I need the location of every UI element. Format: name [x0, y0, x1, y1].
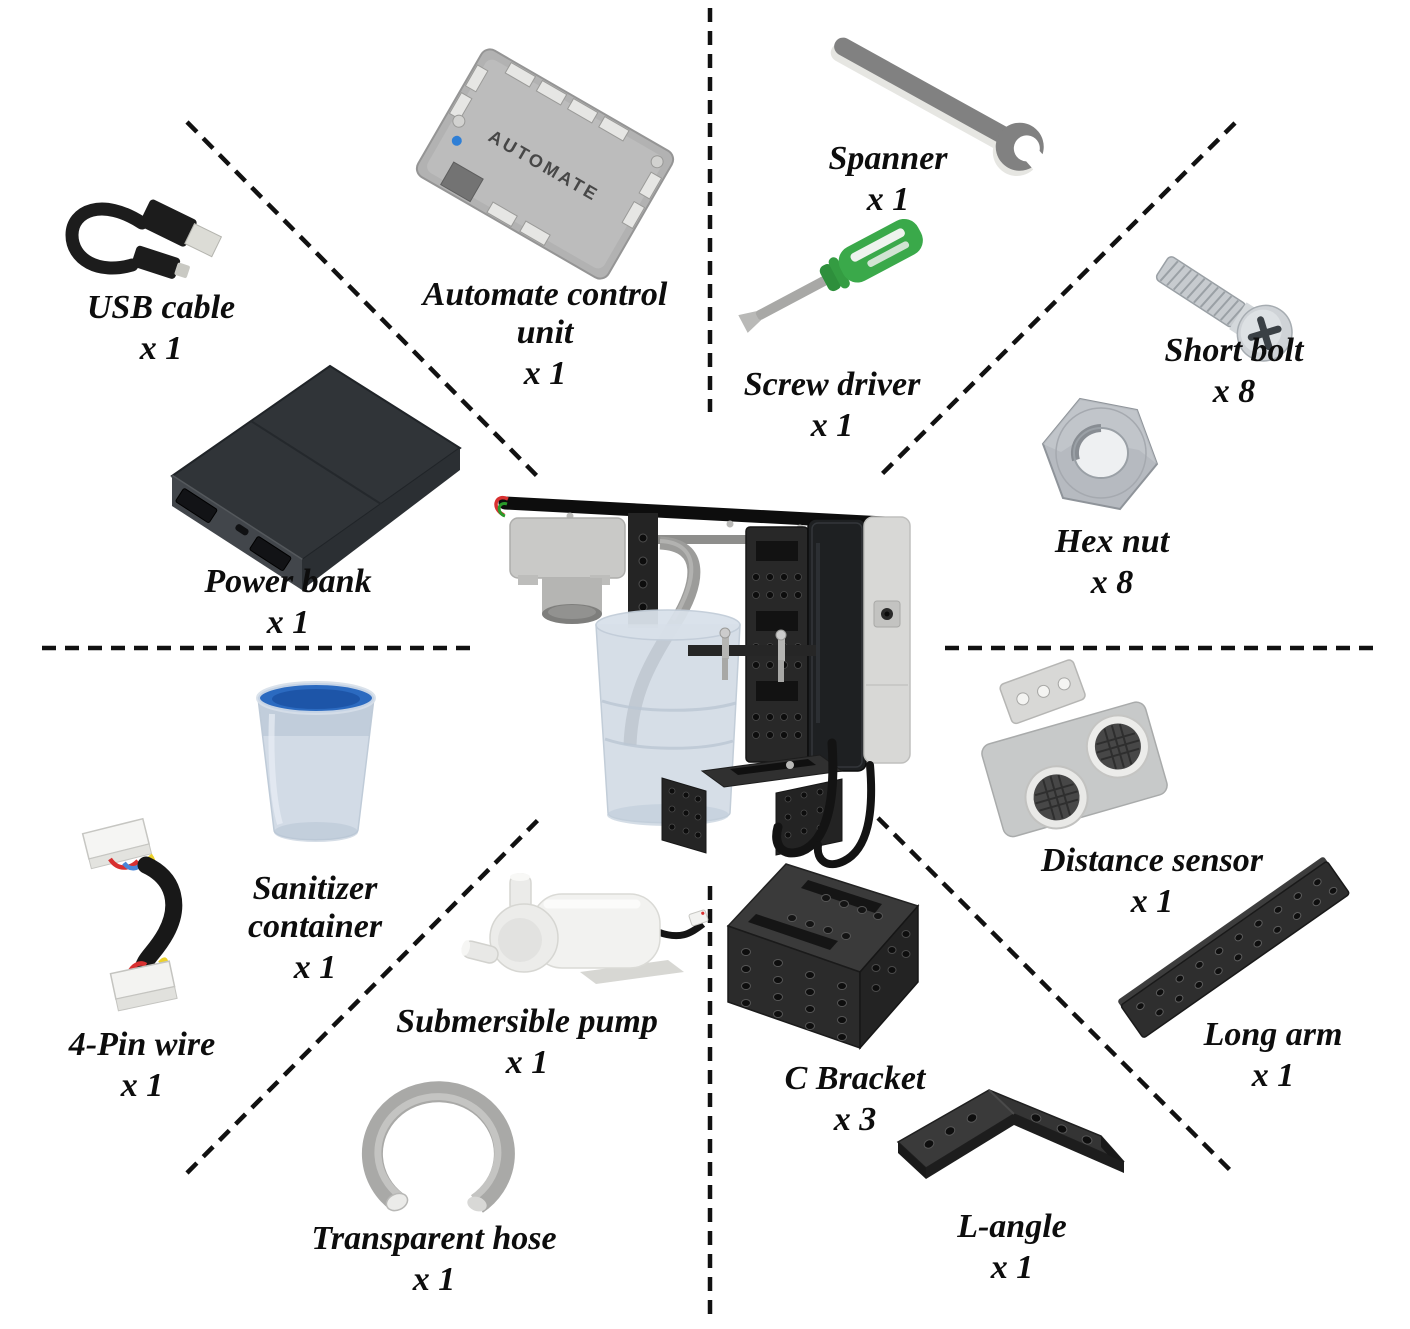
label-submersible-pump: Submersible pump x 1 — [377, 1003, 677, 1082]
label-spanner: Spanner x 1 — [798, 140, 978, 219]
divider-line — [876, 121, 1237, 480]
part-qty: x 1 — [523, 355, 567, 393]
label-four-pin-wire: 4-Pin wire x 1 — [42, 1026, 242, 1105]
divider-line — [185, 816, 542, 1175]
part-name: Screw driver — [743, 366, 921, 403]
part-name: Power bank — [204, 563, 372, 600]
label-automate-control-unit: Automate control unit x 1 — [410, 276, 680, 393]
label-hex-nut: Hex nut x 8 — [1032, 523, 1192, 602]
label-power-bank: Power bank x 1 — [178, 563, 398, 642]
label-l-angle: L-angle x 1 — [922, 1208, 1102, 1287]
part-name: Submersible pump — [396, 1003, 658, 1040]
c-bracket-image — [726, 863, 920, 1050]
part-name: C Bracket — [784, 1060, 926, 1097]
part-name: Short bolt — [1164, 332, 1304, 369]
part-name: L-angle — [957, 1208, 1067, 1245]
submersible-pump-image — [461, 873, 709, 984]
mounted-power-bank — [863, 516, 911, 764]
part-qty: x 1 — [139, 330, 183, 368]
usb-a-connector-icon — [139, 199, 223, 258]
part-qty: x 1 — [990, 1249, 1034, 1287]
phillips-cross-icon — [1247, 316, 1282, 351]
usb-port-icon — [249, 536, 292, 571]
transparent-hose-image — [361, 1081, 515, 1213]
label-distance-sensor: Distance sensor x 1 — [1022, 842, 1282, 921]
part-qty: x 1 — [412, 1261, 456, 1299]
transducer-icon — [1085, 714, 1150, 779]
sanitizer-container-image — [256, 681, 376, 842]
screwdriver-handle — [838, 218, 923, 283]
part-qty: x 3 — [833, 1101, 877, 1139]
label-usb-cable: USB cable x 1 — [61, 289, 261, 368]
label-short-bolt: Short bolt x 8 — [1134, 332, 1334, 411]
part-qty: x 8 — [1212, 373, 1256, 411]
part-qty: x 1 — [1130, 883, 1174, 921]
part-qty: x 1 — [266, 604, 310, 642]
part-name: Sanitizer container — [247, 870, 383, 946]
part-name: Long arm — [1203, 1016, 1343, 1053]
mounting-bracket — [999, 659, 1086, 725]
part-qty: x 1 — [810, 407, 854, 445]
label-sanitizer-container: Sanitizer container x 1 — [230, 870, 400, 987]
power-bank-image — [170, 364, 462, 590]
part-name: Spanner — [828, 140, 948, 177]
part-name: USB cable — [86, 289, 236, 326]
usb-port-icon — [175, 488, 218, 523]
part-name: Hex nut — [1054, 523, 1170, 560]
label-transparent-hose: Transparent hose x 1 — [284, 1220, 584, 1299]
hex-nut-image — [1041, 397, 1159, 511]
part-qty: x 8 — [1090, 564, 1134, 602]
part-qty: x 1 — [866, 181, 910, 219]
dispenser-sensor-head — [509, 517, 626, 624]
long-arm-image — [1118, 857, 1350, 1038]
usb-cable-image — [65, 199, 223, 279]
screw-icon — [650, 155, 664, 169]
screw-driver-image — [738, 218, 923, 333]
label-long-arm: Long arm x 1 — [1173, 1016, 1373, 1095]
part-qty: x 1 — [505, 1044, 549, 1082]
part-qty: x 1 — [1251, 1057, 1295, 1095]
part-qty: x 1 — [120, 1067, 164, 1105]
screw-icon — [452, 114, 466, 128]
part-name: Automate control unit — [422, 276, 668, 352]
part-qty: x 1 — [293, 949, 337, 987]
automate-control-unit-image: AUTOMATE — [415, 48, 675, 280]
divider-line — [185, 120, 542, 481]
short-bolt-image — [1155, 256, 1293, 362]
assembled-device-image — [494, 495, 911, 869]
part-name: 4-Pin wire — [68, 1026, 216, 1063]
distance-sensor-image — [981, 659, 1168, 838]
micro-usb-connector-icon — [131, 245, 190, 279]
label-c-bracket: C Bracket x 3 — [755, 1060, 955, 1139]
transducer-icon — [1024, 765, 1089, 830]
spanner-image — [830, 37, 1054, 179]
label-screw-driver: Screw driver x 1 — [722, 366, 942, 445]
four-pin-wire-image — [81, 817, 183, 1012]
divider-line — [876, 816, 1234, 1174]
micro-port-icon — [235, 524, 249, 536]
led-icon — [451, 135, 462, 146]
l-angle-image — [896, 1089, 1125, 1179]
part-name: Transparent hose — [311, 1220, 557, 1257]
part-name: Distance sensor — [1041, 842, 1263, 879]
usb-port-icon — [440, 161, 484, 203]
